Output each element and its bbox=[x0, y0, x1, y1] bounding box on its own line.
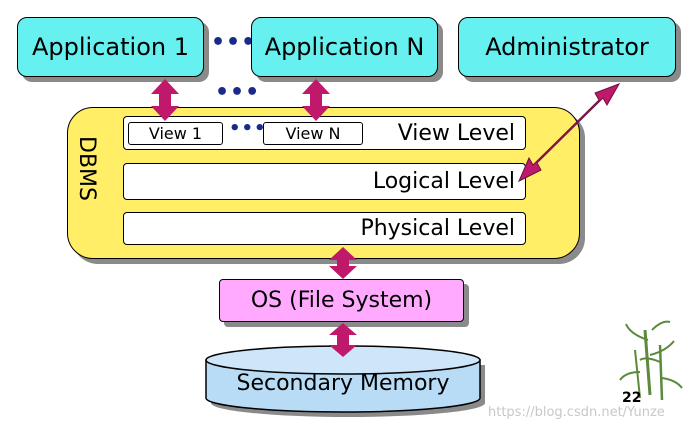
page-number: 22 bbox=[622, 390, 642, 406]
dots-between-views: ••• bbox=[229, 118, 267, 139]
view-n-label: View N bbox=[285, 124, 341, 143]
physical-level-box: Physical Level bbox=[123, 212, 526, 245]
view-n-box: View N bbox=[263, 122, 363, 145]
bamboo-decoration-icon bbox=[619, 320, 683, 401]
arrow-appn-viewn bbox=[302, 79, 330, 121]
arrow-admin-logical bbox=[517, 83, 621, 183]
administrator-label: Administrator bbox=[485, 33, 649, 61]
os-label: OS (File System) bbox=[250, 288, 433, 313]
view-1-label: View 1 bbox=[148, 124, 203, 143]
view-1-box: View 1 bbox=[128, 122, 223, 145]
arrow-app1-view1 bbox=[151, 79, 179, 121]
view-level-label: View Level bbox=[397, 120, 515, 146]
application-n-box: Application N bbox=[251, 17, 438, 77]
arrow-physical-os bbox=[329, 247, 357, 279]
dbms-label: DBMS bbox=[74, 136, 99, 201]
logical-level-label: Logical Level bbox=[372, 169, 515, 194]
dots-below-apps: ••• bbox=[215, 80, 261, 105]
logical-level-box: Logical Level bbox=[123, 163, 526, 200]
secondary-memory-label: Secondary Memory bbox=[236, 370, 450, 396]
application-1-box: Application 1 bbox=[17, 17, 204, 77]
application-n-label: Application N bbox=[264, 33, 425, 61]
watermark-text: https://blog.csdn.net/Yunze bbox=[488, 405, 665, 420]
physical-level-label: Physical Level bbox=[360, 216, 515, 241]
arrow-os-memory bbox=[329, 323, 357, 357]
administrator-box: Administrator bbox=[458, 17, 676, 77]
application-1-label: Application 1 bbox=[32, 33, 189, 61]
dots-between-apps: ••• bbox=[211, 30, 257, 55]
secondary-memory-cylinder bbox=[205, 345, 485, 417]
os-box: OS (File System) bbox=[219, 279, 464, 322]
